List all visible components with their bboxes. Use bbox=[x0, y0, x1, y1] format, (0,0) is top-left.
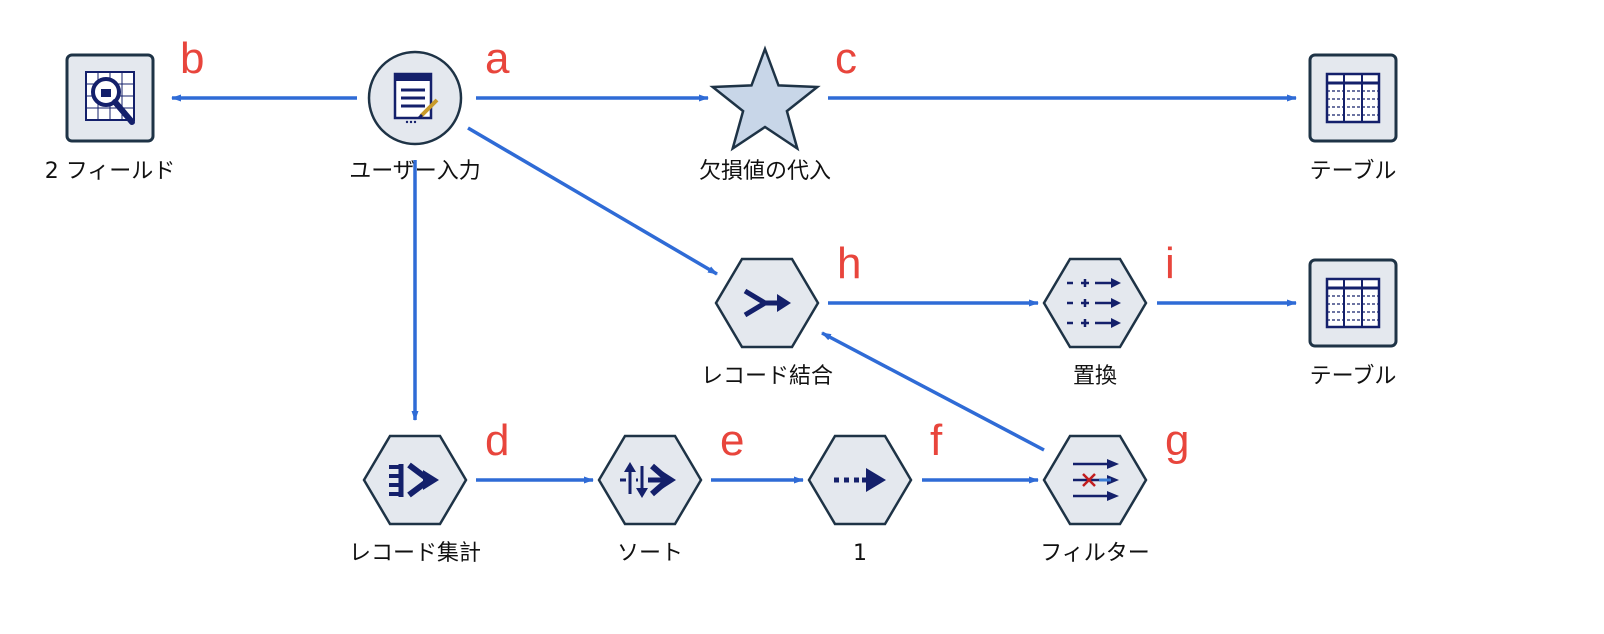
node-record-aggregate[interactable]: レコード集計 d bbox=[349, 416, 509, 566]
node-user-input[interactable]: ユーザー入力 a bbox=[349, 34, 510, 184]
node-label: ユーザー入力 bbox=[349, 159, 481, 184]
node-replace[interactable]: 置換 i bbox=[1042, 239, 1175, 389]
data-audit-icon bbox=[85, 71, 135, 125]
edges-layer bbox=[171, 94, 1297, 484]
node-letter-e: e bbox=[720, 416, 744, 465]
node-letter-g: g bbox=[1165, 416, 1189, 465]
node-letter-c: c bbox=[835, 34, 857, 83]
node-field-2[interactable]: 2 フィールド b bbox=[45, 34, 205, 184]
hexagon-shape bbox=[362, 434, 468, 526]
node-filter[interactable]: フィルター g bbox=[1040, 416, 1189, 566]
edge-user-input-to-record-merge bbox=[467, 126, 718, 276]
node-table-mid[interactable]: テーブル bbox=[1308, 258, 1398, 389]
user-input-icon bbox=[393, 72, 439, 124]
node-letter-b: b bbox=[180, 34, 204, 83]
table-icon bbox=[1325, 277, 1381, 329]
node-label: レコード結合 bbox=[701, 364, 833, 389]
node-sample-1[interactable]: 1f bbox=[807, 416, 943, 566]
node-letter-a: a bbox=[485, 34, 510, 83]
hexagon-shape bbox=[807, 434, 913, 526]
node-label: テーブル bbox=[1310, 159, 1397, 184]
node-label: フィルター bbox=[1040, 541, 1150, 566]
filter-icon bbox=[1073, 459, 1119, 501]
sample-icon bbox=[834, 468, 886, 492]
node-label: ソート bbox=[617, 541, 683, 566]
node-letter-i: i bbox=[1165, 239, 1175, 288]
aggregate-icon bbox=[389, 462, 439, 498]
node-label: 欠損値の代入 bbox=[699, 159, 831, 184]
edge-filter-to-record-merge bbox=[821, 331, 1045, 452]
node-label: 置換 bbox=[1073, 364, 1117, 389]
node-sort[interactable]: ソート e bbox=[597, 416, 744, 566]
sort-icon bbox=[620, 462, 676, 498]
table-icon bbox=[1325, 72, 1381, 124]
node-label: レコード集計 bbox=[349, 541, 481, 566]
node-table-top[interactable]: テーブル bbox=[1308, 53, 1398, 184]
node-record-merge[interactable]: レコード結合 h bbox=[701, 239, 861, 389]
node-label: 2 フィールド bbox=[45, 159, 176, 184]
filler-icon bbox=[1067, 278, 1121, 328]
node-label: テーブル bbox=[1310, 364, 1397, 389]
node-letter-f: f bbox=[930, 416, 943, 465]
node-label: 1 bbox=[853, 541, 867, 566]
node-impute-missing[interactable]: 欠損値の代入 c bbox=[699, 34, 857, 184]
star-shape bbox=[709, 45, 821, 152]
node-letter-h: h bbox=[837, 239, 861, 288]
merge-icon bbox=[743, 288, 791, 318]
node-letter-d: d bbox=[485, 416, 509, 465]
